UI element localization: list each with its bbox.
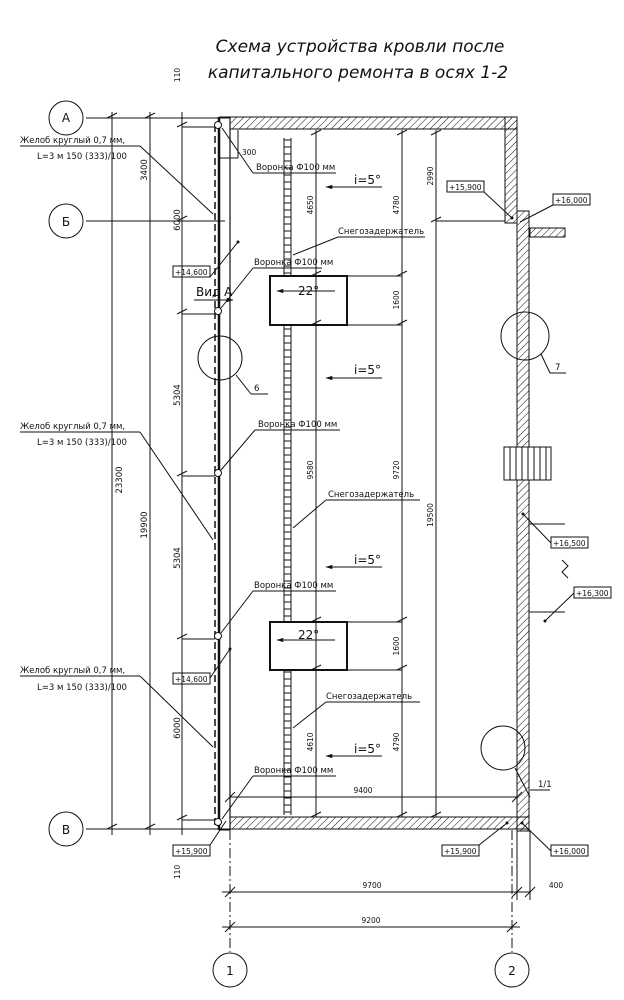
dim-400: 400 <box>549 881 564 890</box>
callout-6: 6 <box>254 384 259 394</box>
dim-5304-b: 5304 <box>173 547 183 569</box>
gutter-label-2-line1: Желоб круглый 0,7 мм, <box>20 422 125 432</box>
dim-300-lines <box>218 129 239 165</box>
elev-14600-a: +14,600 <box>175 268 208 277</box>
snow-label-1: Снегозадержатель <box>338 227 424 237</box>
dim-300: 300 <box>242 148 257 157</box>
dim-1600-b: 1600 <box>392 636 401 655</box>
snow-label-2: Снегозадержатель <box>328 490 414 500</box>
slope-label-4: i=5° <box>354 742 381 756</box>
funnel-label-4: Воронка Ф100 мм <box>254 581 333 591</box>
right-extension <box>529 523 569 613</box>
funnel-label-2: Воронка Ф100 мм <box>254 258 333 268</box>
axis-v-label: В <box>62 823 70 837</box>
funnel-label-1: Воронка Ф100 мм <box>256 163 335 173</box>
elev-14600-b: +14,600 <box>175 675 208 684</box>
dim-9200: 9200 <box>361 916 380 925</box>
dim-9580: 9580 <box>306 460 315 479</box>
gutter-label-1-line2: L=3 м 150 (333)/100 <box>37 152 127 162</box>
gutter-label-2-line2: L=3 м 150 (333)/100 <box>37 438 127 448</box>
axis-b-label: Б <box>62 215 70 229</box>
left-dimension-lines <box>106 112 215 835</box>
title-line-2: капитального ремонта в осях 1-2 <box>208 63 508 83</box>
dim-3400: 3400 <box>140 159 150 181</box>
callout-1-1: 1/1 <box>538 780 552 790</box>
bottom-dimension-lines <box>222 791 536 933</box>
skylight-1: 22° <box>269 275 348 326</box>
hatch-angle-2: 22° <box>298 628 319 642</box>
funnel-label-5: Воронка Ф100 мм <box>254 766 333 776</box>
snow-retainer <box>283 138 292 815</box>
dim-4790: 4790 <box>392 732 401 751</box>
stair-symbol <box>503 446 552 481</box>
slope-label-3: i=5° <box>354 553 381 567</box>
slope-label-1: i=5° <box>354 173 381 187</box>
dim-23300: 23300 <box>115 466 125 493</box>
dim-1600-a: 1600 <box>392 290 401 309</box>
axis-2-label: 2 <box>508 964 516 978</box>
axis-a-label: А <box>62 111 71 125</box>
dim-110-bottom: 110 <box>173 865 182 880</box>
dim-19900: 19900 <box>140 511 150 538</box>
dim-5304-a: 5304 <box>173 384 183 406</box>
elev-16000-br: +16,000 <box>553 847 586 856</box>
snow-leaders <box>292 236 425 729</box>
point-marks <box>228 216 547 825</box>
elevation-marks <box>172 180 612 857</box>
dim-9400: 9400 <box>353 786 372 795</box>
gutter-leaders <box>20 145 214 748</box>
funnel-leaders <box>220 127 340 820</box>
downpipes <box>214 121 222 826</box>
gutter-label-3-line2: L=3 м 150 (333)/100 <box>37 683 127 693</box>
axis-rows <box>48 100 230 847</box>
dim-4610: 4610 <box>306 732 315 751</box>
elev-16300: +16,300 <box>576 589 609 598</box>
dim-19500: 19500 <box>426 503 435 527</box>
dim-6000-top: 6000 <box>173 209 183 231</box>
elev-15900-bm: +15,900 <box>444 847 477 856</box>
gutter-label-1-line1: Желоб круглый 0,7 мм, <box>20 136 125 146</box>
elev-15900-bl: +15,900 <box>175 847 208 856</box>
dim-9720: 9720 <box>392 460 401 479</box>
axis-1-label: 1 <box>226 964 234 978</box>
axis-cols <box>212 830 530 988</box>
elev-15900-top: +15,900 <box>449 183 482 192</box>
callout-circles <box>197 311 566 798</box>
elev-16500: +16,500 <box>553 539 586 548</box>
dim-110-top: 110 <box>173 68 182 83</box>
skylight-2: 22° <box>269 621 348 671</box>
dim-9700: 9700 <box>362 881 381 890</box>
hatch-angle-1: 22° <box>298 284 319 298</box>
dim-2990: 2990 <box>426 166 435 185</box>
funnel-label-3: Воронка Ф100 мм <box>258 420 337 430</box>
snow-label-3: Снегозадержатель <box>326 692 412 702</box>
dim-6000-bottom: 6000 <box>173 717 183 739</box>
dim-4780: 4780 <box>392 195 401 214</box>
slope-label-2: i=5° <box>354 363 381 377</box>
dim-4650: 4650 <box>306 195 315 214</box>
gutter-label-3-line1: Желоб круглый 0,7 мм, <box>20 666 125 676</box>
view-a-label: Вид А <box>196 285 233 299</box>
building-walls <box>217 116 566 832</box>
callout-7: 7 <box>555 363 560 373</box>
title-line-1: Схема устройства кровли после <box>216 37 505 57</box>
elev-16000-top: +16,000 <box>555 196 588 205</box>
slope-arrows: i=5° i=5° i=5° i=5° <box>325 173 382 759</box>
